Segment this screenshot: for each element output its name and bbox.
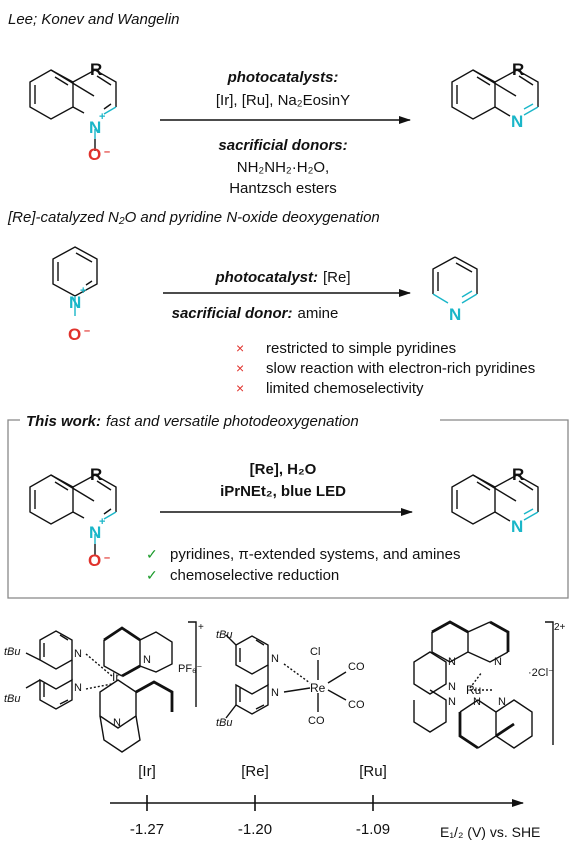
tick-label-ir: -1.27 bbox=[130, 821, 164, 838]
section1-header: Lee; Konev and Wangelin bbox=[8, 11, 180, 28]
n-label: N bbox=[473, 696, 481, 708]
quinoline-product: R N bbox=[451, 60, 539, 131]
cross-icon: × bbox=[236, 360, 244, 376]
quinoline-n-oxide-reactant: R N + O – bbox=[29, 60, 117, 164]
tbu-label: tBu bbox=[216, 629, 233, 641]
pyridine-n-oxide-reactant: N + O – bbox=[52, 246, 98, 344]
n-label: N bbox=[448, 696, 456, 708]
n-label: N bbox=[448, 681, 456, 693]
sacrificial-donors-line1: NH₂NH₂·H₂O, bbox=[237, 159, 329, 176]
catalyst-label-ir: [Ir] bbox=[138, 763, 156, 780]
n-label: N bbox=[74, 682, 82, 694]
n-label: N bbox=[271, 653, 279, 665]
r-group: R bbox=[90, 465, 102, 484]
n-label: N bbox=[448, 656, 456, 668]
photocatalyst-line: photocatalyst:[Re] bbox=[214, 269, 350, 286]
plus-charge: + bbox=[99, 111, 105, 123]
minus-charge: – bbox=[104, 552, 110, 564]
sacrificial-donors-line2: Hantzsch esters bbox=[229, 180, 337, 197]
co-label: CO bbox=[348, 699, 365, 711]
limitations-list: × restricted to simple pyridines × slow … bbox=[236, 340, 535, 397]
n-atom: N bbox=[89, 118, 101, 137]
tbu-label: tBu bbox=[4, 646, 21, 658]
ru-atom: Ru bbox=[466, 683, 481, 697]
n-atom: N bbox=[89, 523, 101, 542]
o-atom: O bbox=[68, 325, 81, 344]
n-label: N bbox=[74, 648, 82, 660]
n-atom: N bbox=[511, 517, 523, 536]
tbu-label: tBu bbox=[216, 717, 233, 729]
tbu-label: tBu bbox=[4, 693, 21, 705]
minus-charge: – bbox=[104, 146, 110, 158]
limitation-item: slow reaction with electron-rich pyridin… bbox=[266, 360, 535, 377]
check-icon: ✓ bbox=[146, 546, 158, 562]
co-label: CO bbox=[308, 715, 325, 727]
catalyst-label-re: [Re] bbox=[241, 763, 269, 780]
r-group: R bbox=[512, 60, 524, 79]
conditions-line1: [Re], H₂O bbox=[250, 461, 317, 478]
re-atom: Re bbox=[310, 681, 326, 695]
catalyst-label-ru: [Ru] bbox=[359, 763, 387, 780]
check-icon: ✓ bbox=[146, 567, 158, 583]
cross-icon: × bbox=[236, 340, 244, 356]
ir-charge: + bbox=[198, 622, 204, 633]
n-label: N bbox=[494, 656, 502, 668]
sacrificial-donors-label: sacrificial donors: bbox=[218, 137, 347, 154]
r-group: R bbox=[90, 60, 102, 79]
pyridine-product: N bbox=[432, 256, 478, 324]
quinoline-n-oxide-reactant: R N + O – bbox=[29, 465, 117, 570]
tick-label-re: -1.20 bbox=[238, 821, 272, 838]
plus-charge: + bbox=[80, 285, 86, 297]
re-complex-structure: tBu tBu N N Re Cl CO CO CO bbox=[216, 629, 365, 729]
n-atom: N bbox=[511, 112, 523, 131]
quinoline-product: R N bbox=[451, 465, 539, 536]
advantage-item: pyridines, π-extended systems, and amine… bbox=[170, 546, 461, 563]
limitation-item: restricted to simple pyridines bbox=[266, 340, 456, 357]
n-atom: N bbox=[69, 293, 81, 312]
axis-label: E₁/₂ (V) vs. SHE bbox=[440, 824, 540, 840]
this-work-box bbox=[7, 419, 569, 599]
advantage-item: chemoselective reduction bbox=[170, 567, 339, 584]
n-atom: N bbox=[449, 305, 461, 324]
this-work-header: This work:fast and versatile photodeoxyg… bbox=[26, 413, 359, 430]
photocatalysts-list: [Ir], [Ru], Na₂EosinY bbox=[216, 92, 350, 109]
r-group: R bbox=[512, 465, 524, 484]
o-atom: O bbox=[88, 551, 101, 570]
advantages-list: ✓ pyridines, π-extended systems, and ami… bbox=[146, 546, 461, 584]
pf6-counterion: PF₆⁻ bbox=[178, 663, 202, 675]
tick-label-ru: -1.09 bbox=[356, 821, 390, 838]
ir-atom: Ir bbox=[112, 670, 119, 684]
co-label: CO bbox=[348, 661, 365, 673]
sacrificial-donor-line: sacrificial donor:amine bbox=[172, 305, 339, 322]
limitation-item: limited chemoselectivity bbox=[266, 380, 424, 397]
conditions-line2: iPrNEt₂, blue LED bbox=[220, 483, 346, 500]
n-label: N bbox=[271, 687, 279, 699]
photocatalysts-label: photocatalysts: bbox=[227, 69, 339, 86]
minus-charge: – bbox=[84, 325, 90, 337]
ir-bracket bbox=[188, 621, 197, 707]
ru-complex-structure: N N N N N N Ru ·2Cl⁻ 2+ bbox=[413, 620, 566, 750]
ir-complex-structure: tBu tBu N N Ir N N PF₆⁻ + bbox=[4, 621, 204, 753]
cross-icon: × bbox=[236, 380, 244, 396]
ru-bracket bbox=[545, 621, 554, 745]
cl-counterion: ·2Cl⁻ bbox=[528, 667, 554, 679]
plus-charge: + bbox=[99, 516, 105, 528]
n-label: N bbox=[143, 654, 151, 666]
ru-charge: 2+ bbox=[554, 622, 566, 633]
n-label: N bbox=[113, 717, 121, 729]
cl-label: Cl bbox=[310, 646, 320, 658]
o-atom: O bbox=[88, 145, 101, 164]
section2-header: [Re]-catalyzed N₂O and pyridine N-oxide … bbox=[7, 209, 380, 226]
n-label: N bbox=[498, 696, 506, 708]
